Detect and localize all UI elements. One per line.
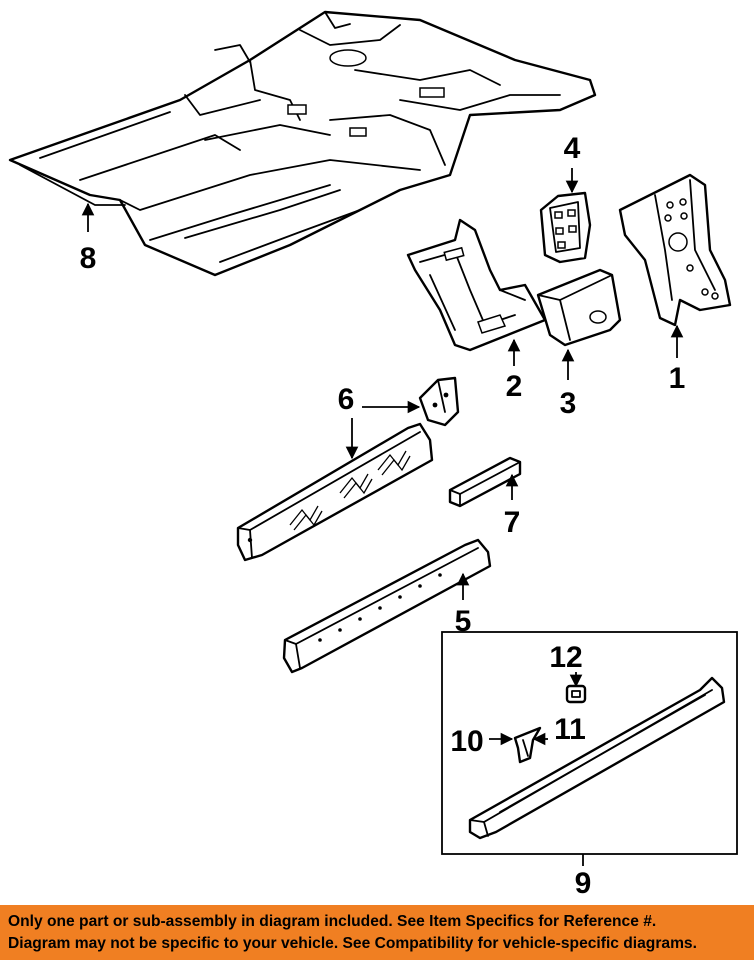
- callout-6: 6: [338, 383, 355, 416]
- clip-part-12: [565, 684, 587, 704]
- callout-4: 4: [564, 132, 581, 165]
- callout-3: 3: [560, 387, 577, 420]
- callout-5: 5: [455, 605, 472, 638]
- callout-10: 10: [450, 725, 483, 758]
- parts-box-9-12: [441, 631, 738, 855]
- callout-1: 1: [669, 362, 686, 395]
- callout-11: 11: [554, 713, 586, 746]
- callout-12: 12: [549, 641, 582, 674]
- disclaimer-line-2: Diagram may not be specific to your vehi…: [8, 935, 697, 952]
- gusset-part-6: [418, 376, 460, 427]
- floor-pan-part-8: [8, 10, 597, 277]
- callout-7: 7: [504, 506, 521, 539]
- channel-part-7: [448, 456, 522, 508]
- bracket-part-3: [536, 268, 622, 347]
- inner-panel-part-2: [406, 218, 547, 352]
- callout-2: 2: [506, 370, 523, 403]
- callout-labels: 8 4 1 2 3 6 7 5 12 10 11 9: [80, 132, 686, 900]
- bracket-part-10-11: [513, 726, 542, 764]
- rocker-rail-part-5: [282, 538, 492, 674]
- rocker-panel-part-9: [468, 676, 726, 840]
- bracket-part-4: [539, 191, 592, 264]
- callout-8: 8: [80, 242, 97, 275]
- disclaimer-banner: Only one part or sub-assembly in diagram…: [0, 905, 754, 960]
- leader-lines: [81, 168, 684, 866]
- pillar-reinforcement-part-1: [618, 173, 732, 327]
- callout-9: 9: [575, 867, 592, 900]
- parts-diagram: 8 4 1 2 3 6 7 5 12 10 11 9: [8, 10, 738, 900]
- inner-rail: [236, 422, 434, 562]
- disclaimer-line-1: Only one part or sub-assembly in diagram…: [8, 913, 657, 930]
